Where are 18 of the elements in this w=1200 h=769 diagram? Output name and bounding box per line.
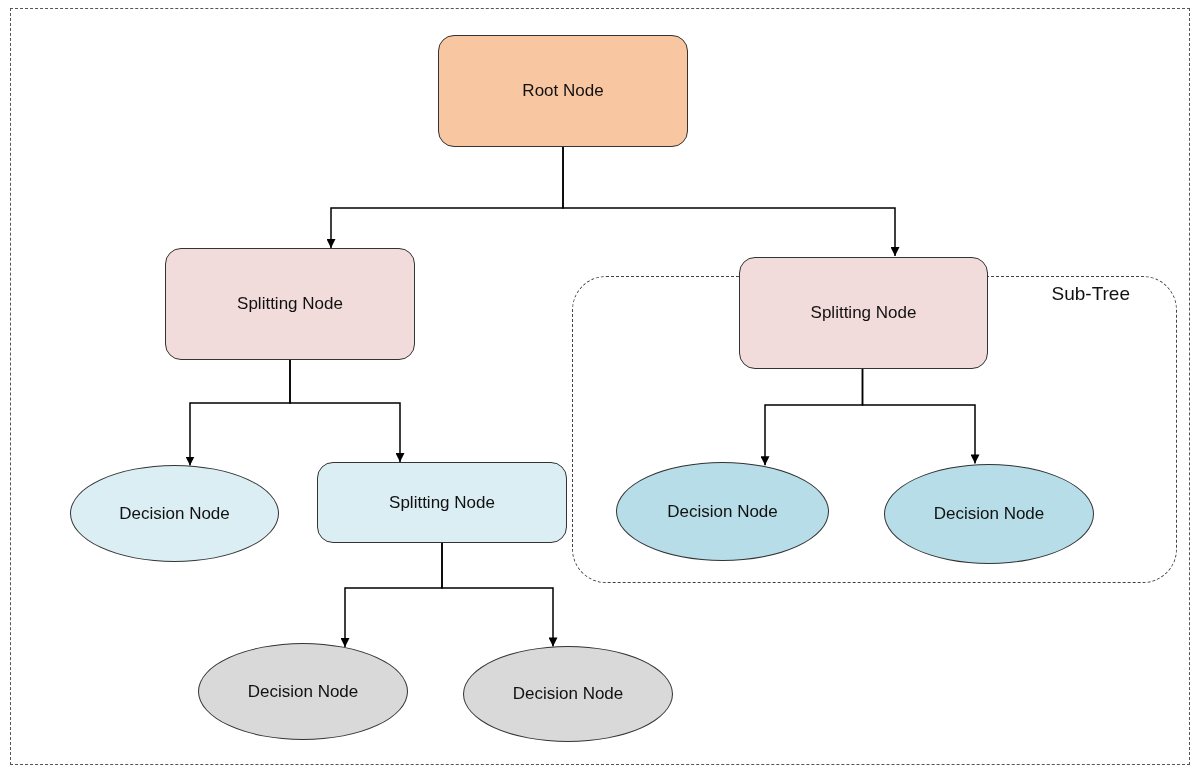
arrow <box>562 146 900 257</box>
node-label: Decision Node <box>666 501 779 522</box>
node-label: Splitting Node <box>236 294 344 314</box>
node-label: Decision Node <box>932 504 1046 524</box>
node-label: Splitting Node <box>388 492 496 513</box>
group-label: Sub-Tree <box>1051 283 1130 305</box>
node-label: Decision Node <box>511 684 625 704</box>
arrow <box>861 367 980 465</box>
process-box <box>317 462 567 543</box>
process-box <box>438 35 688 147</box>
process-box <box>165 248 415 360</box>
node-label: Decision Node <box>246 681 360 702</box>
arrow <box>441 542 558 648</box>
process-box <box>739 257 988 369</box>
arrow <box>289 359 405 463</box>
node-label: Root Node <box>521 81 605 101</box>
node-label: Decision Node <box>118 503 231 524</box>
node-label: Splitting Node <box>809 303 918 323</box>
